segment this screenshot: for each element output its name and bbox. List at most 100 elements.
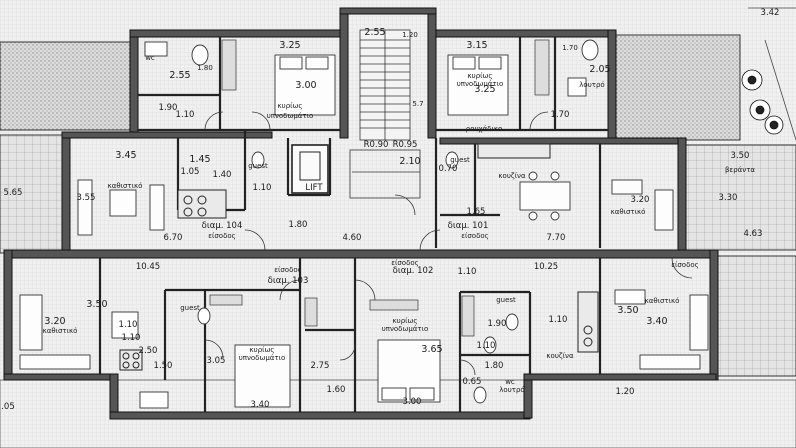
staircase <box>349 29 421 199</box>
label-wc-br: wc <box>505 378 515 386</box>
label-kouzina-br: κουζίνα <box>546 352 574 360</box>
label-dim-463: 4.63 <box>744 229 763 239</box>
label-dim-180: 1.80 <box>197 64 213 72</box>
label-kathistiko-br: καθιστικό <box>645 297 680 305</box>
label-dim-160: 1.60 <box>327 385 346 395</box>
label-kathistiko-r: καθιστικό <box>611 208 646 216</box>
site-boundary <box>748 7 796 141</box>
label-diam-104: διαμ. 104 <box>202 221 243 231</box>
door-swings <box>204 111 693 376</box>
label-eisodos-l: είσοδος <box>208 232 236 240</box>
label-dim-350b: 3.50 <box>86 299 107 310</box>
kitchen-counters <box>119 143 599 371</box>
label-dim-1025: 10.25 <box>534 262 558 272</box>
label-dim-340a: 3.40 <box>251 400 270 410</box>
label-dim-565: 5.65 <box>4 188 23 198</box>
label-loutro: λουτρό <box>579 81 604 89</box>
label-dim-120: 1.20 <box>402 31 418 39</box>
label-dim-090: R0.90 <box>364 140 389 150</box>
label-guest-bl: guest <box>180 304 200 312</box>
label-dim-315: 3.15 <box>466 40 487 51</box>
label-dim-110d: 1.10 <box>119 320 138 330</box>
label-dim-140: 1.40 <box>213 170 232 180</box>
label-dim-345: 3.45 <box>115 150 136 161</box>
label-kathistiko-bl: καθιστικό <box>43 327 78 335</box>
label-dim-110c: 1.10 <box>458 267 477 277</box>
exterior-walls <box>3 7 719 420</box>
label-dim-350a: 3.50 <box>731 151 750 161</box>
label-dim-105: 1.05 <box>181 167 200 177</box>
label-dim-110a: 1.10 <box>176 110 195 120</box>
terrace-top-left <box>0 41 137 131</box>
label-dim-57: 5.7 <box>412 100 423 108</box>
label-dim-110g: 1.10 <box>549 315 568 325</box>
lift-shaft <box>291 144 329 194</box>
label-dim-110b: 1.10 <box>253 183 272 193</box>
label-bedroom-tl2: υπνοδωμάτιο <box>267 112 314 120</box>
label-dim-165: 1.65 <box>467 207 486 217</box>
label-guest-br: guest <box>496 296 516 304</box>
label-dim-205: 2.05 <box>589 64 610 75</box>
label-dusm: ρουχάδικο <box>466 125 503 133</box>
bathroom-fixtures <box>139 39 599 409</box>
label-dim-770: 7.70 <box>547 233 566 243</box>
label-dim-365: 3.65 <box>421 344 442 355</box>
label-veranda-r: βεράντα <box>725 166 755 174</box>
label-dim-305: 3.05 <box>207 356 226 366</box>
label-kathistiko-l: καθιστικό <box>108 182 143 190</box>
label-dim-110e: 1.10 <box>122 333 141 343</box>
label-bedroom-tr: κυρίως <box>468 72 493 80</box>
label-lift: LIFT <box>305 183 323 193</box>
label-guest-l: guest <box>248 162 268 170</box>
label-loutro-br: λουτρό <box>499 386 524 394</box>
label-dim-255b: 2.55 <box>364 27 385 38</box>
label-dim-340b: 3.40 <box>646 316 667 327</box>
label-dim-355: 3.55 <box>77 193 96 203</box>
label-dim-320b: 3.20 <box>44 316 65 327</box>
wardrobes <box>209 39 550 337</box>
label-dim-250: 2.50 <box>139 346 158 356</box>
label-guest-r: guest <box>450 156 470 164</box>
label-dim-330: 3.30 <box>719 193 738 203</box>
label-dim-300a: 3.00 <box>295 80 316 91</box>
label-dim-275: 2.75 <box>311 361 330 371</box>
label-eisodos-br: είσοδος <box>391 259 419 267</box>
label-eisodos-bl: είσοδος <box>274 266 302 274</box>
label-dim-1045: 10.45 <box>136 262 160 272</box>
label-dim-320a: 3.20 <box>631 195 650 205</box>
label-dim-670: 6.70 <box>164 233 183 243</box>
label-dim-350c: 3.50 <box>617 305 638 316</box>
label-wc-top: wc <box>145 54 155 62</box>
label-dim-300b: 3.00 <box>403 397 422 407</box>
label-dim-342: 3.42 <box>761 8 780 18</box>
label-bedroom-tr2: υπνοδωμάτιο <box>457 80 504 88</box>
label-dim-065: 0.65 <box>463 377 482 387</box>
label-dim-190: 1.90 <box>159 103 178 113</box>
label-bedroom-bl: κυρίως <box>250 346 275 354</box>
label-dim-150: 1.50 <box>154 361 173 371</box>
plant-icons <box>741 69 784 135</box>
label-dim-170b: 1.70 <box>551 110 570 120</box>
label-dim-190b: 1.90 <box>488 319 507 329</box>
plan-labels: 3.42wc2.551.803.253.00κυρίωςυπνοδωμάτιο1… <box>1 8 779 412</box>
label-dim-460: 4.60 <box>343 233 362 243</box>
label-kouzina-r: κουζίνα <box>498 172 526 180</box>
label-dim-180b: 1.80 <box>289 220 308 230</box>
label-bedroom-bc: κυρίως <box>393 317 418 325</box>
label-eisodos-br2: είσοδος <box>671 261 699 269</box>
label-diam-101: διαμ. 101 <box>448 221 489 231</box>
label-dim-180c: 1.80 <box>485 361 504 371</box>
living-furniture <box>19 171 709 370</box>
label-dim-110f: 1.10 <box>477 341 496 351</box>
veranda-left <box>0 134 67 254</box>
label-bedroom-tl: κυρίως <box>278 102 303 110</box>
label-bedroom-bl2: υπνοδωμάτιο <box>239 354 286 362</box>
label-dim-120b: 1.20 <box>616 387 635 397</box>
label-dim-145: 1.45 <box>189 154 210 165</box>
label-bedroom-bc2: υπνοδωμάτιο <box>382 325 429 333</box>
label-diam-102: διαμ. 102 <box>393 266 434 276</box>
label-diam-103: διαμ. 103 <box>268 276 309 286</box>
label-eisodos-r: είσοδος <box>461 232 489 240</box>
